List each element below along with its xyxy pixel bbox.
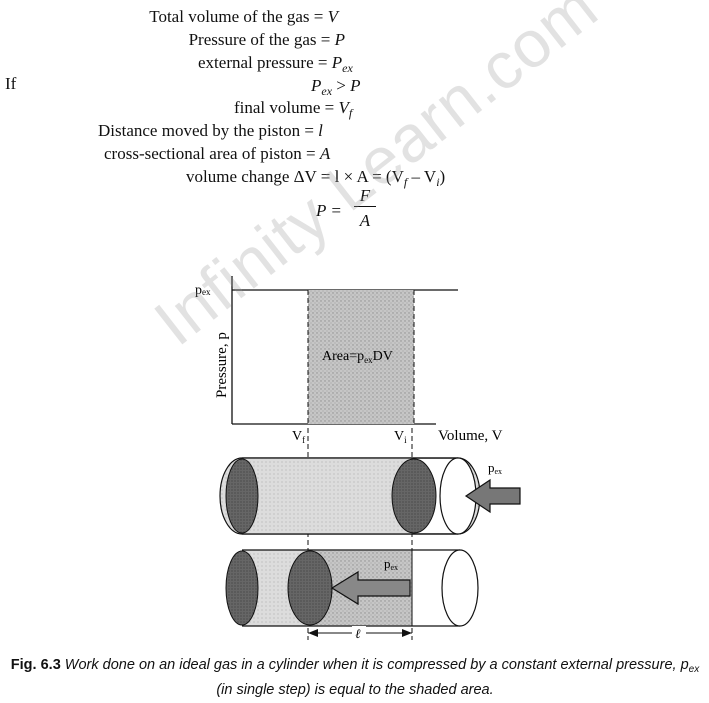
ineq-lhs-sub: ex: [321, 84, 333, 98]
piston-bottom: [287, 550, 333, 626]
arrow-top-icon: [464, 478, 521, 514]
eq-pdef-lhs: P =: [316, 201, 342, 220]
eq-final-volume-label: final volume =: [234, 98, 335, 117]
caption-text-end: (in single step) is equal to the shaded …: [216, 682, 494, 698]
eq-pressure: Pressure of the gas = P: [60, 29, 345, 51]
eq-distance-var: l: [318, 121, 323, 140]
caption-fig-number: Fig. 6.3: [10, 657, 61, 673]
eq-pressure-var: P: [334, 30, 345, 49]
eq-final-volume-sub: f: [348, 106, 353, 120]
eq-final-volume: final volume = Vf: [234, 97, 352, 124]
distance-arrow-right-icon: [402, 629, 412, 637]
x-axis-label: Volume, V: [438, 428, 503, 444]
cylinder-top-base: [225, 458, 259, 534]
eq-distance-label: Distance moved by the piston =: [98, 121, 314, 140]
arrow-bottom-icon: [330, 570, 411, 606]
eq-volume-change: volume change ΔV = l × A = (Vf – Vi): [186, 166, 445, 193]
eq-area-label: cross-sectional area of piston =: [104, 144, 316, 163]
eq-total-volume-var: V: [327, 7, 338, 26]
eq-pressure-label: Pressure of the gas =: [188, 30, 331, 49]
eq-total-volume: Total volume of the gas = V: [60, 6, 338, 28]
eq-total-volume-label: Total volume of the gas =: [149, 7, 324, 26]
shaded-area: [308, 290, 414, 424]
piston-top: [391, 458, 437, 534]
ineq-lhs: P: [311, 76, 322, 95]
arrow-bottom-label: pex: [384, 556, 398, 572]
y-tick-pex: pex: [195, 283, 211, 298]
eq-vc-sub-i: i: [436, 175, 440, 189]
ineq-op: >: [336, 76, 346, 95]
eq-vc-end: ): [439, 167, 446, 186]
eq-inequality: Pex > P: [311, 75, 361, 102]
eq-pdef-denominator: A: [354, 210, 376, 232]
eq-vc-sub-f: f: [403, 175, 408, 189]
eq-pressure-def: P =: [316, 200, 342, 222]
eq-final-volume-var: V: [338, 98, 349, 117]
eq-external-pressure-sub: ex: [342, 61, 353, 75]
eq-distance: Distance moved by the piston = l: [98, 120, 323, 142]
y-axis-label: Pressure, p: [214, 332, 230, 398]
arrow-top-label: pex: [488, 460, 502, 476]
eq-volume-change-label: volume change ΔV = l × A = (V: [186, 167, 404, 186]
x-tick-vi: Vi: [394, 429, 407, 445]
eq-area: cross-sectional area of piston = A: [104, 143, 330, 165]
eq-external-pressure-var: P: [331, 53, 343, 72]
eq-external-pressure: external pressure = Pex: [198, 52, 353, 79]
figure-caption: Fig. 6.3 Work done on an ideal gas in a …: [10, 655, 700, 700]
cylinder-top: [219, 457, 481, 535]
eq-area-var: A: [319, 144, 331, 163]
distance-arrow-left-icon: [308, 629, 318, 637]
cylinder-bottom-open-end: [441, 549, 479, 627]
caption-sub: ex: [688, 664, 700, 675]
ineq-rhs: P: [350, 76, 361, 95]
eq-pdef-numerator: F: [354, 186, 376, 207]
distance-label: ℓ: [355, 626, 361, 641]
if-word: If: [5, 74, 17, 93]
eq-pdef-num: F: [359, 186, 371, 205]
caption-text: Work done on an ideal gas in a cylinder …: [64, 657, 689, 673]
eq-pdef-den: A: [359, 211, 371, 230]
cylinder-bottom-base: [225, 550, 259, 626]
eq-vc-mid: – V: [407, 167, 437, 186]
area-label: Area=pexDV: [322, 349, 393, 365]
x-tick-vf: Vf: [292, 429, 305, 445]
eq-external-pressure-label: external pressure =: [198, 53, 328, 72]
